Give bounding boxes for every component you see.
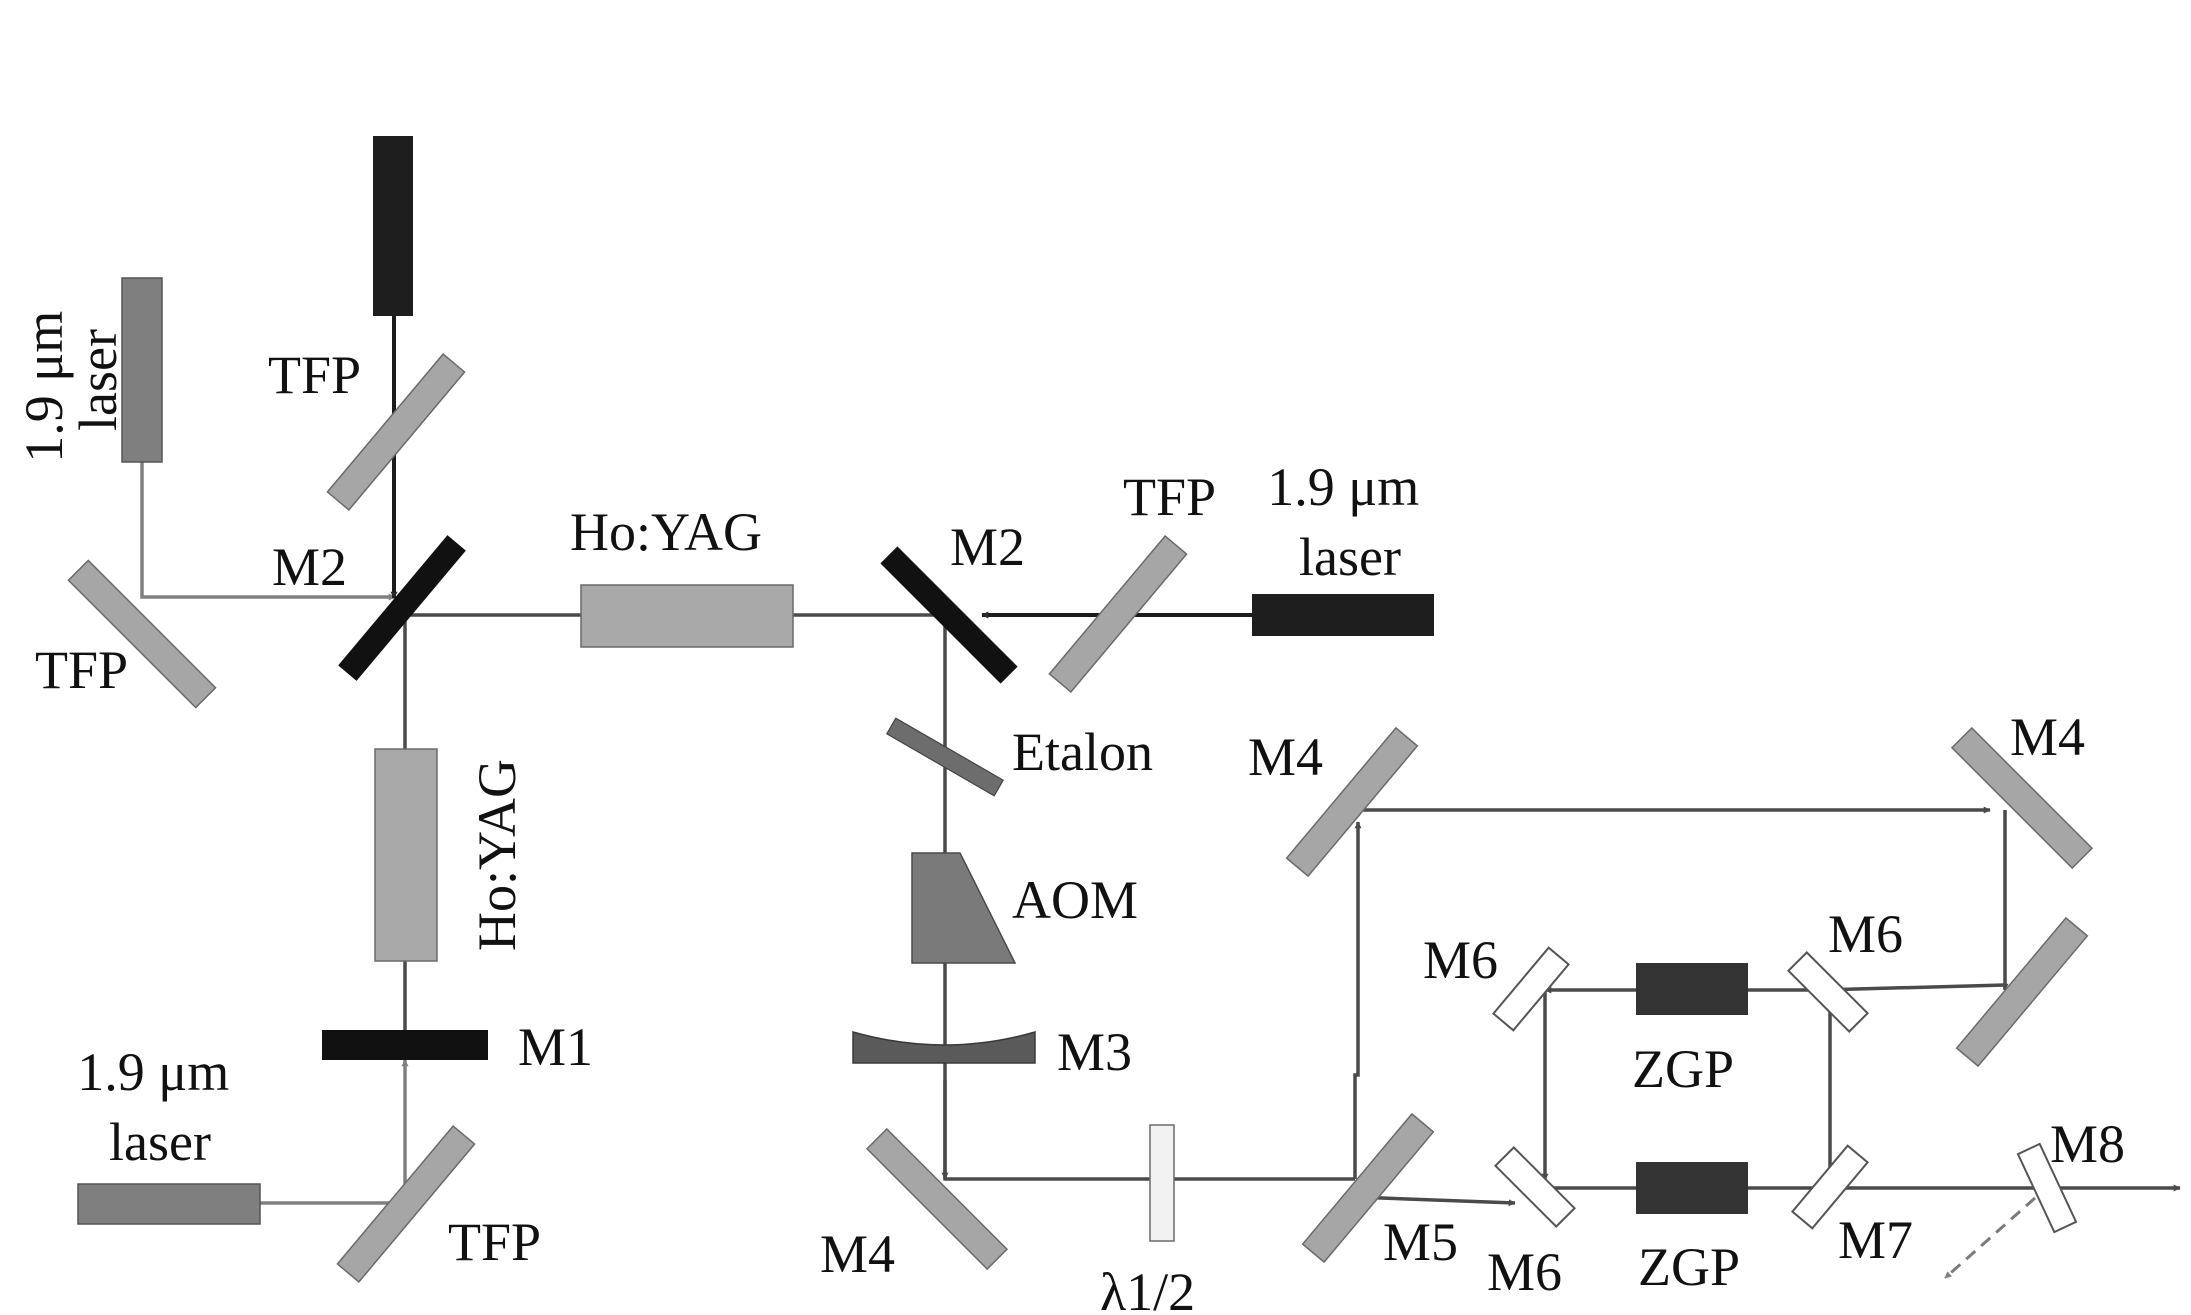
label-laser-left: 1.9 μm laser bbox=[14, 297, 128, 462]
beam-ho-cavity bbox=[403, 613, 1355, 1181]
mirror-m2-right bbox=[880, 546, 1018, 684]
laser-right bbox=[1252, 594, 1434, 636]
mirror-m4-bottom bbox=[865, 1127, 1009, 1271]
beam-left-laser-to-tfp bbox=[140, 462, 396, 601]
half-wave-plate bbox=[1149, 1124, 1175, 1242]
mirror-m6-bottom bbox=[1493, 1145, 1577, 1229]
zgp-crystal-top bbox=[1636, 963, 1748, 1015]
label-tfp-top: TFP bbox=[268, 345, 361, 405]
laser-bottom bbox=[77, 1183, 261, 1225]
aom bbox=[911, 852, 1017, 964]
mirror-m7 bbox=[1790, 1144, 1870, 1230]
label-m7: M7 bbox=[1838, 1210, 1913, 1270]
ho-yag-vertical-crystal bbox=[374, 748, 438, 962]
zgp-crystal-bottom bbox=[1636, 1162, 1748, 1214]
mirror-m4-lower-right bbox=[1955, 916, 2089, 1068]
beam-ring-up bbox=[1353, 821, 1362, 1179]
label-aom: AOM bbox=[1012, 870, 1138, 930]
mirror-m8 bbox=[2016, 1142, 2078, 1234]
label-m2-left: M2 bbox=[272, 537, 347, 597]
label-m6-left-top: M6 bbox=[1423, 930, 1498, 990]
laser-left bbox=[121, 277, 163, 463]
ho-yag-horizontal-crystal bbox=[580, 584, 794, 648]
label-m1: M1 bbox=[518, 1017, 593, 1077]
label-etalon: Etalon bbox=[1012, 722, 1153, 782]
beam-m5-to-m6 bbox=[1354, 1195, 1516, 1207]
mirror-m4-mid bbox=[1285, 726, 1419, 878]
label-m5: M5 bbox=[1383, 1212, 1458, 1272]
label-m4-bottom: M4 bbox=[820, 1224, 895, 1284]
label-m2-right: M2 bbox=[950, 517, 1025, 577]
label-zgp-bottom: ZGP bbox=[1638, 1237, 1740, 1297]
label-m4-top-right: M4 bbox=[2010, 707, 2085, 767]
beam-bottom-laser-to-tfp bbox=[260, 1059, 409, 1205]
tfp-left bbox=[67, 559, 217, 709]
mirror-m2-left bbox=[338, 535, 466, 681]
label-waveplate: λ1/2 bbox=[1100, 1262, 1195, 1315]
mirror-m5 bbox=[1301, 1112, 1435, 1264]
label-m4-mid: M4 bbox=[1248, 727, 1323, 787]
laser-top bbox=[373, 136, 413, 316]
label-m6-right-top: M6 bbox=[1828, 904, 1903, 964]
label-ho-yag-horizontal: Ho:YAG bbox=[570, 502, 762, 562]
label-tfp-bottom: TFP bbox=[448, 1212, 541, 1272]
tfp-top bbox=[326, 353, 466, 511]
beam-m8-dashed bbox=[1944, 1196, 2036, 1280]
mirror-m4-top-right bbox=[1950, 726, 2094, 870]
label-laser-right: 1.9 μm laser bbox=[1267, 457, 1432, 587]
label-tfp-left: TFP bbox=[35, 640, 128, 700]
tfp-bottom bbox=[336, 1125, 476, 1283]
beam-ring-to-m6 bbox=[1819, 983, 2006, 994]
mirror-m6-right-top bbox=[1786, 950, 1870, 1034]
label-m6-bottom: M6 bbox=[1487, 1242, 1562, 1302]
mirror-m1 bbox=[322, 1030, 488, 1060]
mirror-m6-left-top bbox=[1491, 946, 1571, 1032]
label-m3: M3 bbox=[1057, 1022, 1132, 1082]
label-ho-yag-vertical: Ho:YAG bbox=[467, 759, 527, 951]
tfp-right bbox=[1048, 535, 1188, 693]
label-m8: M8 bbox=[2050, 1114, 2125, 1174]
label-zgp-top: ZGP bbox=[1632, 1039, 1734, 1099]
mirror-m3 bbox=[852, 1031, 1036, 1064]
label-laser-bottom: 1.9 μm laser bbox=[77, 1042, 242, 1172]
etalon bbox=[885, 717, 1005, 797]
label-tfp-right: TFP bbox=[1123, 467, 1216, 527]
